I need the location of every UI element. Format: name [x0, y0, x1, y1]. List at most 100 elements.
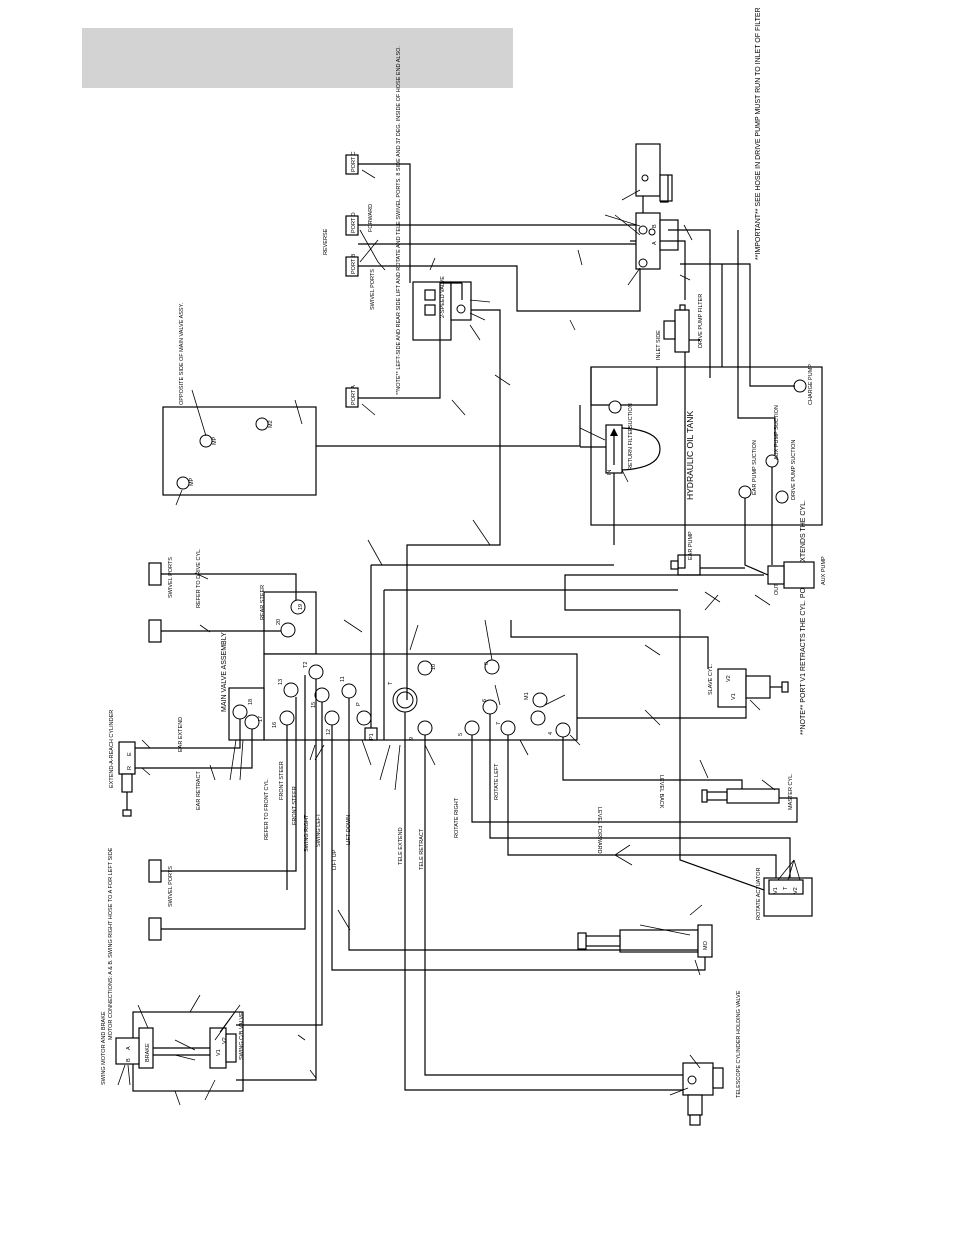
earc-e: E	[127, 752, 133, 756]
extend-a-reach-label: EXTEND-A-REACH CYLINDER	[109, 710, 115, 788]
port-a-tag: PORT A	[351, 385, 357, 405]
hydraulic-oil-tank-label: HYDRAULIC OIL TANK	[685, 411, 695, 500]
drive-pump-b: B	[652, 224, 658, 228]
slave-cylinder: SLAVE CYL. V2 V1 **NOTE** PORT V1 RETRAC…	[708, 500, 807, 735]
swing-cb-valve-label: SWING C/B VALVE	[239, 1012, 245, 1060]
port-16: 16	[272, 722, 278, 728]
port-8: 8	[484, 662, 490, 665]
ear-pump-label: EAR PUMP	[688, 531, 694, 560]
swing-right-label: SWING RIGHT	[304, 814, 310, 852]
lift-up-label: LIFT UP	[332, 849, 338, 870]
lift-cylinder: MO	[577, 924, 713, 958]
ear-extend-label: EAR EXTEND	[178, 717, 184, 752]
rear-steer-block: 19 20 REAR STEER	[260, 585, 317, 655]
level-forward-label: LEVEL FORWARD	[596, 807, 602, 854]
port-19: 19	[298, 604, 304, 610]
port-17: 17	[258, 716, 264, 722]
swing-v2: V2	[222, 1037, 228, 1044]
extend-a-reach-cylinder: E R EXTEND-A-REACH CYLINDER	[109, 710, 136, 817]
motor-b: B	[126, 1058, 132, 1062]
forward-label: FORWARD	[368, 204, 374, 232]
aux-pump-suction-label: AUX PUMP SUCTION	[774, 405, 780, 460]
port-7: 7	[496, 722, 502, 725]
slave-v1: V1	[731, 693, 737, 700]
refer-front-cyl-label: REFER TO FRONT CYL.	[264, 778, 270, 840]
drive-pump-suction-label: DRIVE PUMP SUCTION	[791, 440, 797, 500]
hose-lines	[135, 163, 798, 1091]
motor-note: MOTOR CONNECTIONS: A & B. SWING RIGHT HO…	[108, 847, 114, 1040]
header-gray-band	[82, 28, 513, 88]
front-steer-label-2: FRONT STEER	[292, 786, 298, 825]
drive-pump-filter-label: DRIVE PUMP FILTER	[698, 294, 704, 348]
ear-pump-suction-port	[738, 485, 752, 499]
tank-port-top	[608, 400, 622, 414]
level-back-label: LEVEL BACK	[658, 775, 664, 809]
swivel-ports-top-label: SWIVEL PORTS	[370, 269, 376, 310]
rot-v2: V2	[793, 887, 799, 894]
aux-out: OUT	[774, 583, 780, 595]
t2-label: T2	[303, 662, 309, 668]
suction-label: SUCTION	[628, 403, 634, 428]
earc-r: R	[127, 766, 133, 770]
aux-pump: AUX PUMP OUT	[767, 556, 827, 595]
opposite-side-box: MP M2 MP OPPOSITE SIDE OF MAIN VALVE ASS…	[162, 302, 317, 496]
rotate-right-label: ROTATE RIGHT	[454, 797, 460, 838]
drive-motor-block	[635, 143, 661, 197]
drive-pump-filter	[674, 309, 690, 353]
ear-pump: EAR PUMP	[670, 531, 701, 576]
aux-pump-label: AUX PUMP	[821, 556, 827, 585]
slave-note: **NOTE** PORT V1 RETRACTS THE CYL. PORT …	[800, 500, 807, 735]
refer-drive-cyl-label: REFER TO DRIVE CYL.	[196, 548, 202, 608]
drive-pump-a: A	[652, 241, 658, 245]
port-9: 9	[409, 737, 415, 740]
charge-pump-port	[793, 379, 807, 393]
rear-steer-label: REAR STEER	[260, 585, 266, 620]
port-6: 6	[482, 699, 488, 702]
port-12: 12	[326, 729, 332, 735]
mp-label-2: MP	[189, 477, 195, 486]
port-20: 20	[276, 619, 282, 625]
port-13: 13	[278, 679, 284, 685]
tele-extend-label: TELE EXTEND	[398, 827, 404, 865]
slave-v2: V2	[726, 675, 732, 682]
port-4: 4	[548, 732, 554, 735]
m1-label: M1	[524, 692, 530, 700]
mp-label: MP	[212, 436, 218, 445]
front-steer-label-1: FRONT STEER	[279, 761, 285, 800]
port-tags-top: PORT C PORT D PORT B PORT A REVERSE FORW…	[323, 46, 402, 408]
lift-mo: MO	[703, 940, 709, 950]
inlet-side-label: INLET SIDE	[656, 330, 662, 360]
tele-retract-label: TELE RETRACT	[419, 828, 425, 870]
charge-pump-label: CHARGE PUMP	[808, 364, 814, 405]
swing-v1: V1	[216, 1049, 222, 1056]
rotate-actuator-label: ROTATE ACTUATOR	[756, 868, 762, 920]
tele-holding-label: TELESCOPE CYLINDER HOLDING VALVE	[736, 990, 742, 1098]
port-b-tag: PORT B	[351, 253, 357, 274]
tank-in-label: IN	[607, 469, 613, 475]
p-label: P	[356, 702, 362, 706]
leader-lines	[117, 169, 801, 1106]
motor-a: A	[126, 1046, 132, 1050]
main-valve-assembly-label: MAIN VALVE ASSEMBLY	[221, 632, 228, 712]
t-label: T	[388, 681, 394, 685]
rot-v1: V1	[773, 887, 779, 894]
drive-pump-assembly: A B DRIVE PUMP FILTER INLET SIDE **IMPOR…	[630, 7, 762, 360]
port-10: 10	[431, 664, 437, 670]
function-labels: EAR EXTEND EAR RETRACT FRONT STEER FRONT…	[178, 717, 664, 870]
telescope-holding-valve: TELESCOPE CYLINDER HOLDING VALVE	[682, 990, 742, 1126]
two-speed-valve: 2-SPEED VALVE	[412, 276, 472, 341]
port-c-tag: PORT C	[351, 151, 357, 172]
p1-label: P1	[369, 733, 375, 740]
swivel-ports-label-1: SWIVEL PORTS	[168, 557, 174, 598]
m2-label: M2	[268, 420, 274, 428]
rotate-actuator: V1 T V2 ROTATE ACTUATOR	[756, 868, 813, 920]
port-5: 5	[458, 733, 464, 736]
swivel-ports-label-2: SWIVEL PORTS	[168, 866, 174, 907]
swing-motor-label: SWING MOTOR AND BRAKE	[101, 1011, 107, 1085]
rot-t: T	[783, 886, 789, 890]
two-speed-valve-label: 2-SPEED VALVE	[440, 276, 446, 318]
drive-pump-suction-port	[775, 490, 789, 504]
port-11: 11	[340, 676, 346, 682]
opposite-side-label: OPPOSITE SIDE OF MAIN VALVE ASSY.	[179, 302, 185, 405]
